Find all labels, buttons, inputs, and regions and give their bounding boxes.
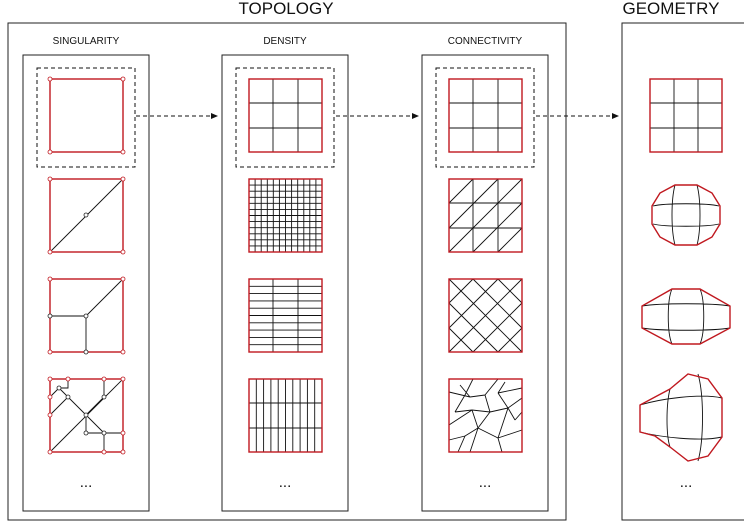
density-label: DENSITY <box>263 36 307 47</box>
singularity-ellipsis: ... <box>80 474 93 491</box>
geometry-frame <box>621 22 744 521</box>
selected-connectivity-box <box>435 67 535 168</box>
density-ellipsis: ... <box>279 474 292 491</box>
singularity-panel <box>22 54 150 512</box>
topology-title: TOPOLOGY <box>238 0 333 18</box>
geometry-mesh-1 <box>649 78 723 153</box>
connectivity-ellipsis: ... <box>479 474 492 491</box>
connectivity-mesh-3 <box>448 278 523 353</box>
singularity-label: SINGULARITY <box>53 36 120 47</box>
selected-density-box <box>235 67 335 168</box>
geometry-mesh-4 <box>639 373 723 462</box>
connectivity-mesh-1 <box>448 78 523 153</box>
connectivity-panel <box>421 54 549 512</box>
density-mesh-1 <box>248 78 323 153</box>
topology-frame <box>7 22 567 521</box>
geometry-ellipsis: ... <box>680 474 693 491</box>
density-mesh-4 <box>248 378 323 453</box>
geometry-mesh-3 <box>641 288 731 345</box>
geometry-mesh-2 <box>651 184 721 246</box>
connectivity-mesh-4 <box>448 378 523 453</box>
connectivity-mesh-2 <box>448 178 523 253</box>
density-panel <box>221 54 349 512</box>
connectivity-label: CONNECTIVITY <box>448 36 523 47</box>
geometry-title: GEOMETRY <box>623 0 720 18</box>
singularity-mesh-2 <box>47 176 126 255</box>
singularity-mesh-1 <box>47 76 126 155</box>
density-mesh-2 <box>248 178 323 253</box>
singularity-mesh-4 <box>47 376 126 455</box>
density-mesh-3 <box>248 278 323 353</box>
selected-singularity-box <box>36 67 136 168</box>
singularity-mesh-3 <box>47 276 126 355</box>
